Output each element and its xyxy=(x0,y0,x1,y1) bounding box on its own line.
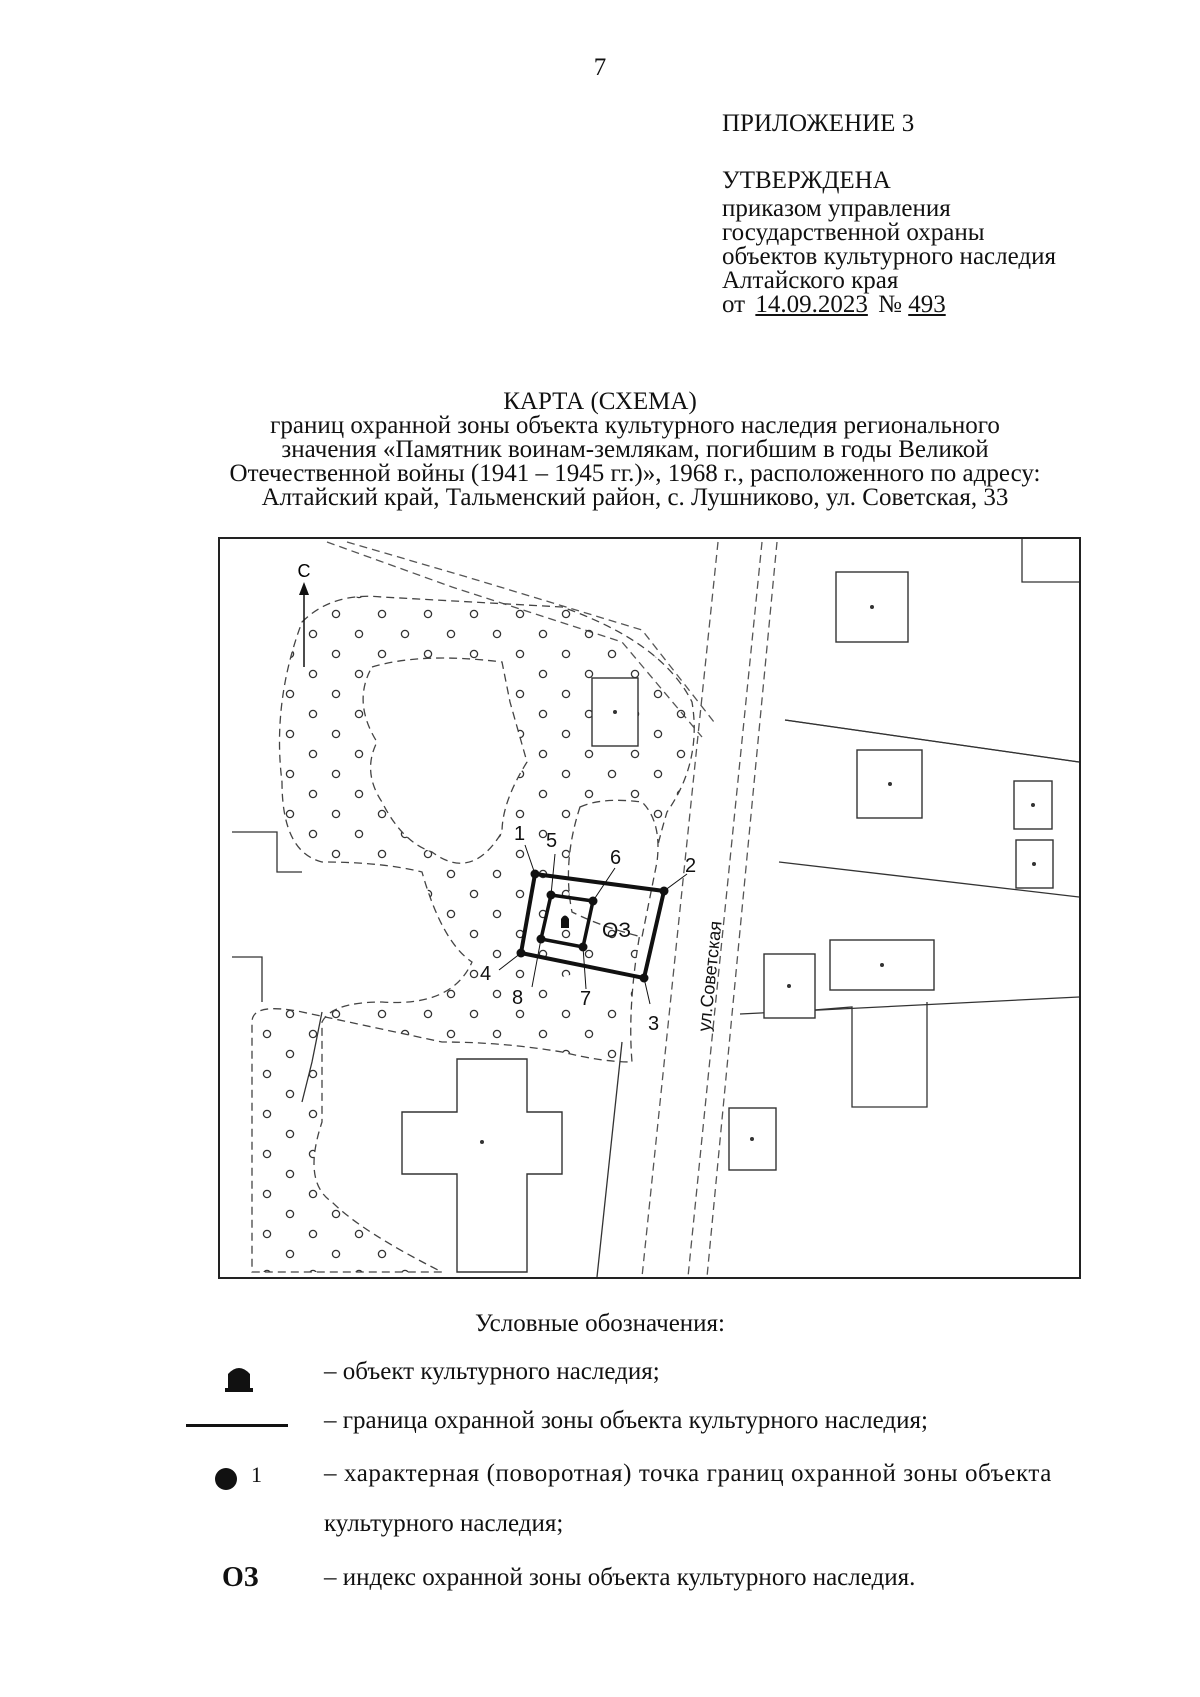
point-label-2: 2 xyxy=(685,855,696,877)
point-label-5: 5 xyxy=(546,830,557,852)
appendix-title: ПРИЛОЖЕНИЕ 3 xyxy=(722,110,915,137)
number-sign: № xyxy=(878,291,902,318)
north-arrow xyxy=(299,582,309,667)
street-label: ул.Советская xyxy=(694,920,725,1032)
approval-stamp: ПРИЛОЖЕНИЕ 3 УТВЕРЖДЕНА приказом управле… xyxy=(722,110,1162,318)
subtitle-line: границ охранной зоны объекта культурного… xyxy=(270,412,1000,439)
monument-icon xyxy=(225,1368,253,1392)
turning-point xyxy=(639,973,649,983)
legend-title: Условные обозначения: xyxy=(474,1310,726,1337)
point-label-8: 8 xyxy=(512,987,523,1009)
legend-text-continued: культурного наследия; xyxy=(324,1510,564,1537)
turning-point xyxy=(578,942,588,952)
point-label-3: 3 xyxy=(648,1013,659,1035)
legend-item-zone-index: ОЗ – индекс охранной зоны объекта культу… xyxy=(0,1562,1200,1602)
turning-point-icon xyxy=(215,1468,237,1490)
road-edges xyxy=(641,541,778,1277)
subtitle-line: значения «Памятник воинам-землякам, поги… xyxy=(281,436,989,463)
map-scheme: С 1 2 3 xyxy=(218,537,1081,1279)
date-prefix: от xyxy=(722,291,746,318)
turning-point xyxy=(516,948,526,958)
order-date: 14.09.2023 xyxy=(755,291,868,318)
plot-boundaries xyxy=(232,539,1079,1277)
approved-label: УТВЕРЖДЕНА xyxy=(722,167,891,194)
turning-point xyxy=(588,896,598,906)
subtitle-line: Алтайский край, Тальменский район, с. Лу… xyxy=(261,484,1009,511)
order-date-line: от 14.09.2023 № 493 xyxy=(722,291,1162,318)
building-markers xyxy=(480,605,1036,1144)
page-number: 7 xyxy=(593,54,607,81)
map-subtitle: границ охранной зоны объекта культурного… xyxy=(170,412,1100,511)
boundary-line-icon xyxy=(186,1424,288,1427)
legend-item-boundary: – граница охранной зоны объекта культурн… xyxy=(0,1405,1200,1445)
point-label-1: 1 xyxy=(514,823,525,845)
turning-points xyxy=(516,869,669,983)
turning-point xyxy=(536,934,546,944)
monument-symbol xyxy=(561,915,569,928)
order-line: государственной охраны xyxy=(722,219,985,246)
order-line: объектов культурного наследия xyxy=(722,243,1056,270)
zone-leader-lines xyxy=(498,844,688,1005)
map-drawing: С 1 2 3 xyxy=(232,539,1079,1277)
point-label-7: 7 xyxy=(580,988,591,1010)
order-line: Алтайского края xyxy=(722,267,899,294)
turning-point xyxy=(546,890,556,900)
point-label-6: 6 xyxy=(610,847,621,869)
subtitle-line: Отечественной войны (1941 – 1945 гг.)», … xyxy=(229,460,1041,487)
legend-item-turning-point: 1 – характерная (поворотная) точка грани… xyxy=(0,1458,1200,1538)
north-label: С xyxy=(298,561,311,581)
legend-text: – граница охранной зоны объекта культурн… xyxy=(324,1407,928,1434)
legend-text: – объект культурного наследия; xyxy=(324,1358,660,1385)
map-title: КАРТА (СХЕМА) xyxy=(503,388,697,415)
order-line: приказом управления xyxy=(722,195,951,222)
turning-point xyxy=(530,869,540,879)
turning-point-symbol-label: 1 xyxy=(251,1462,262,1487)
turning-point xyxy=(659,886,669,896)
legend-text: – индекс охранной зоны объекта культурно… xyxy=(324,1564,916,1591)
zone-index-icon: ОЗ xyxy=(222,1562,259,1593)
legend-text: – характерная (поворотная) точка границ … xyxy=(324,1460,1052,1487)
legend-item-monument: – объект культурного наследия; xyxy=(0,1356,1200,1396)
point-label-4: 4 xyxy=(480,963,491,985)
zone-index-label: ОЗ xyxy=(602,919,631,942)
order-number: 493 xyxy=(908,291,946,318)
